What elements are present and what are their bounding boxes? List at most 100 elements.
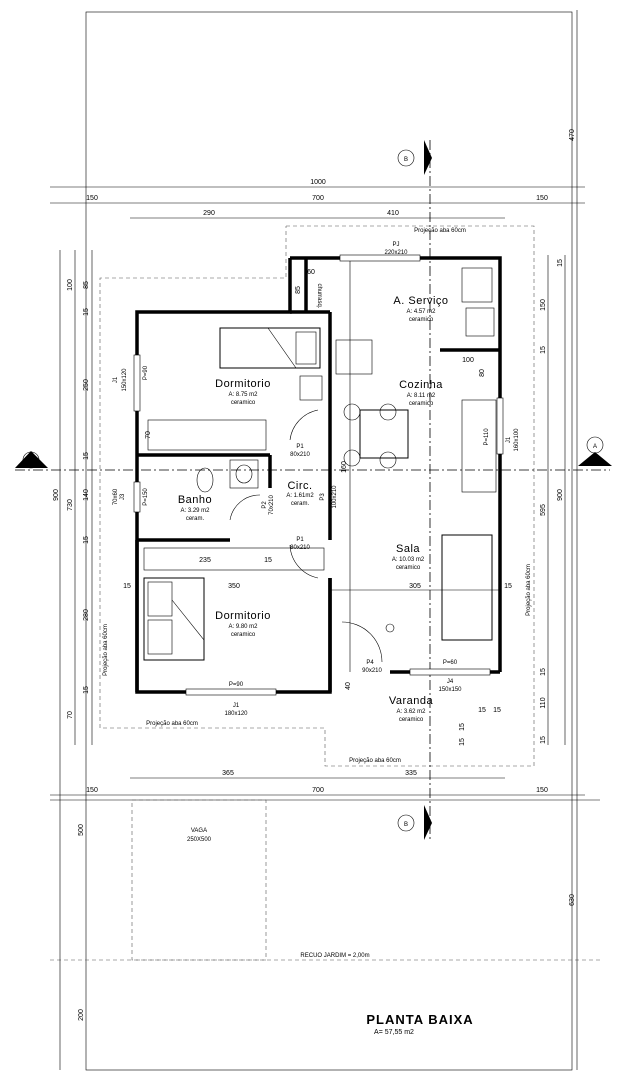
opening-j1a: J1 [113, 376, 119, 383]
dim-in-235: 235 [199, 557, 211, 564]
dim-left-15d: 15 [83, 686, 90, 694]
door-swing-p2 [229, 494, 261, 521]
dim-in-15e: 15 [493, 707, 501, 714]
dim-left-85: 85 [83, 281, 90, 289]
room-banho-finish: ceram. [186, 516, 205, 522]
room-circ: Circ. A: 1.61m2 ceram. [286, 480, 314, 507]
dim-top-150a: 150 [86, 195, 98, 202]
projection-label-leftside: Projeção aba 60cm [103, 624, 109, 676]
wardrobe-2 [143, 547, 325, 571]
room-dorm1: Dormitorio A: 8.75 m2 ceramico [215, 378, 270, 406]
dim-left-500: 500 [78, 824, 85, 836]
washer [461, 267, 493, 303]
dim-top-410: 410 [387, 210, 399, 217]
dim-left-15a: 15 [83, 308, 90, 316]
window-j3 [133, 481, 141, 513]
room-dorm2-name: Dormitorio [215, 610, 271, 622]
window-pj [339, 254, 421, 262]
projection-label-rightside: Projeção aba 60cm [526, 564, 532, 616]
opening-j1b: J1 [506, 436, 512, 443]
opening-j1b-size: 160x100 [514, 428, 520, 452]
opening-p1b-size: 80x210 [290, 545, 310, 551]
parking-space [131, 799, 267, 961]
dim-left-730: 730 [67, 499, 74, 511]
sill-pe110: P=110 [484, 428, 490, 446]
bed-1-fold [267, 327, 297, 369]
dim-left-100: 100 [67, 279, 74, 291]
dim-in-350: 350 [228, 583, 240, 590]
dim-in-15c: 15 [504, 583, 512, 590]
opening-j3-size: 70x60 [113, 488, 119, 505]
dim-left-15b: 15 [83, 452, 90, 460]
sill-pe60: P=60 [443, 660, 458, 666]
opening-p3: P3 [320, 493, 326, 501]
dim-right-630: 630 [569, 894, 576, 906]
dim-right-110: 110 [540, 697, 547, 708]
room-varanda-finish: ceramico [399, 717, 424, 723]
dim-in-15b: 15 [123, 583, 131, 590]
dim-in-15g: 15 [459, 738, 466, 746]
projection-label-bottom: Projeção aba 60cm [349, 758, 401, 764]
roof-projection [99, 225, 535, 767]
tank [465, 307, 495, 337]
room-varanda-area: A: 3.62 m2 [396, 709, 426, 715]
section-b-marker-bottom [397, 814, 415, 832]
sofa [441, 534, 493, 641]
dim-top-total: 1000 [310, 179, 326, 186]
room-dorm1-area: A: 8.75 m2 [228, 392, 258, 398]
projection-label-top: Projeção aba 60cm [414, 228, 466, 234]
room-servico-finish: ceramico [409, 317, 434, 323]
dim-in-100: 100 [462, 357, 474, 364]
section-b-arrow-bottom [424, 805, 432, 840]
room-dorm1-finish: ceramico [231, 400, 256, 406]
dim-right-15b: 15 [540, 346, 547, 354]
dim-left-900: 900 [53, 489, 60, 501]
lamp [385, 623, 395, 633]
dim-in-15d: 15 [478, 707, 486, 714]
recuo-label: RECUO JARDIM = 2,00m [300, 953, 369, 959]
dim-left-70: 70 [67, 711, 74, 719]
section-b-bottom: B [404, 822, 408, 828]
opening-j3: J3 [120, 493, 126, 500]
plan-area: A= 57,55 m2 [374, 1029, 414, 1036]
chair-1 [343, 403, 361, 421]
room-circ-name: Circ. [287, 480, 312, 492]
dim-right-470: 470 [569, 129, 576, 141]
section-a-arrow-left [15, 451, 48, 468]
counter [461, 399, 497, 493]
bed-2-fold [171, 599, 205, 641]
dim-right-15a: 15 [557, 259, 564, 267]
dim-left-15c: 15 [83, 536, 90, 544]
window-j1b [496, 397, 504, 455]
dim-right-15d: 15 [540, 736, 547, 744]
chair-2 [343, 449, 361, 467]
dim-in-80: 80 [479, 369, 486, 377]
section-a-arrow-right [578, 452, 612, 466]
opening-j4: J4 [447, 679, 454, 685]
dim-right-595: 595 [540, 504, 547, 516]
dim-top-290: 290 [203, 210, 215, 217]
room-banho-name: Banho [178, 494, 212, 506]
dim-right-15c: 15 [540, 668, 547, 676]
chair-4 [379, 451, 397, 469]
section-b-marker-top [397, 149, 415, 167]
outer-walls [290, 256, 502, 672]
opening-j4-size: 150x150 [438, 687, 462, 693]
sill-pe150: P=150 [143, 488, 149, 506]
dining-table [359, 409, 409, 459]
section-b-top: B [404, 157, 408, 163]
room-dorm2: Dormitorio A: 9.80 m2 ceramico [215, 610, 271, 638]
opening-j1c: J1 [233, 703, 240, 709]
room-cozinha: Cozinha A: 8.11 m2 ceramico [399, 379, 443, 407]
opening-p1a: P1 [296, 444, 304, 450]
opening-p3-size: 100x210 [332, 485, 338, 509]
bed-2 [143, 577, 205, 661]
room-varanda: Varanda A: 3.62 m2 ceramico [389, 695, 433, 723]
opening-p1a-size: 80x210 [290, 452, 310, 458]
room-sala-area: A: 10.03 m2 [392, 557, 425, 563]
dim-top-700: 700 [312, 195, 324, 202]
dim-in-305: 305 [409, 583, 421, 590]
dim-in-160: 160 [341, 461, 348, 473]
room-sala-finish: ceramico [396, 565, 421, 571]
